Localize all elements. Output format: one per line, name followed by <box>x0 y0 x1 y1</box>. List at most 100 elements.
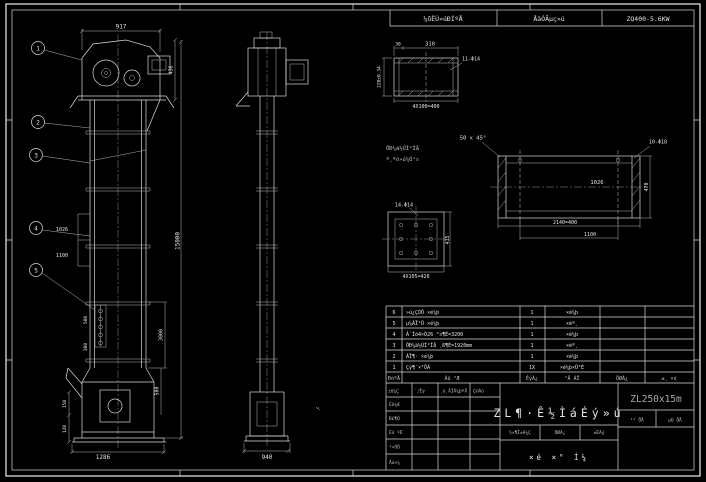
bom-header-weight: ÖØÁ¿ <box>616 375 628 382</box>
bom-cell-mat: ×é¼þ×Ü³É <box>560 363 584 371</box>
bom-row: 4 Á´Ìõ4×Õ26 ³¤¶È=3200 1 ×é¼þ <box>392 330 578 338</box>
balloon-callouts: 1 2 3 4 5 <box>29 41 96 311</box>
shell-note-line1: ÖÐ¼ä½ÚÍ²Ìå <box>386 144 419 152</box>
dim-window-b: 300 <box>83 343 89 351</box>
bom-header-mat: ²Ä ÁÏ <box>564 375 579 382</box>
detail-casing-shell: ÖÐ¼ä½ÚÍ²Ìå º¸ºó»ú¼Ó¹¤ 50 x 45° 10-Φ18 10… <box>386 136 667 240</box>
tb-approve-label: Åú×¼ <box>389 459 400 466</box>
dim-total-height: 15000 <box>175 232 182 250</box>
bom-cell-qty: 1 <box>530 310 533 316</box>
bom-cell-no: 6 <box>392 310 395 316</box>
dim-boot-b: 120 <box>62 425 68 433</box>
dim-plate-bottom: 4X105=420 <box>402 274 429 280</box>
bom-cell-mat: ×éº¸ <box>566 320 578 327</box>
tb-craft-label: ¹¤ÒÕ <box>389 444 400 451</box>
bom-cell-name: ÖÐ¼ä½ÚÍ²Ìå ¸ß¶È=1920mm <box>406 341 472 349</box>
balloon-5: 5 <box>34 268 38 275</box>
inspection-door <box>99 389 131 423</box>
dim-boot-a: 150 <box>62 400 68 408</box>
shell-holes-label: 10-Φ18 <box>649 140 667 146</box>
dim-flange-bottom: 4X100=400 <box>412 104 439 110</box>
detail-bolt-plate: 14-Φ14 435 4X105=420 <box>382 203 452 280</box>
tb-design-label: Éè¼Æ <box>389 400 400 408</box>
bom-cell-mat: ×é¼þ <box>566 353 578 360</box>
bom-cell-mat: ×éº¸ <box>566 342 578 349</box>
tb-sheetno-label: µÚ ÕÅ <box>668 417 682 424</box>
bom-cell-mat: ×é¼þ <box>566 309 578 316</box>
bom-cell-name: ÁÏ¶· ×é¼þ <box>406 353 433 360</box>
bom-cell-no: 3 <box>392 343 395 349</box>
bom-header-qty: ÊýÁ¿ <box>526 374 538 382</box>
front-view-boot <box>65 367 166 443</box>
bom-cell-name: Çý¶¯×°ÖÃ <box>406 364 430 371</box>
header-motor-label: ÅäÓÃµç»ú <box>533 14 564 23</box>
title-block: ±ê¼Ç ´¦Êý ¸ü¸ÄÎÄ¼þºÅ Ç©Ãû Éè¼Æ Ð£¶Ô Éó º… <box>385 383 694 470</box>
bom-cell-no: 1 <box>392 365 395 371</box>
side-view-motor <box>285 59 309 85</box>
dim-shell-bottom-a: 2140=400 <box>553 220 577 226</box>
plate-holes-label: 14-Φ14 <box>395 203 413 209</box>
bom-header-rem: ±¸ ×¢ <box>661 376 676 382</box>
balloon-1: 1 <box>36 46 40 53</box>
tb-mark-label: ±ê¼Ç <box>388 388 399 395</box>
header-model-value: ZQ400-5.6KW <box>626 15 669 23</box>
bom-cell-qty: 1X <box>529 365 535 371</box>
bom-cell-no: 2 <box>392 354 395 360</box>
dim-window-a: 500 <box>83 316 89 324</box>
front-view-casing <box>85 100 151 368</box>
dim-base-width: 1286 <box>96 454 111 461</box>
tb-sheets-label: ¹² ÕÅ <box>630 417 644 424</box>
dim-head-height: 436 <box>169 65 175 74</box>
bom-cell-qty: 1 <box>530 354 533 360</box>
model-number: ZL250x15m <box>630 394 682 405</box>
bom-row: 3 ÖÐ¼ä½ÚÍ²Ìå ¸ß¶È=1920mm 1 ×éº¸ <box>392 341 578 349</box>
bom-cell-mat: ×é¼þ <box>566 331 578 338</box>
front-view: 917 436 15000 3000 500 1026 1100 500 300… <box>29 24 184 461</box>
header-reducer-label: ¼õËÙ»úÐÍºÅ <box>423 14 462 23</box>
bom-table: 6 »ú¿ÇÕÖ ×é¼þ 1 ×é¼þ 5 µ¼ÁÏ²Û ×é¼þ 1 ×éº… <box>385 305 694 384</box>
bom-cell-qty: 1 <box>530 332 533 338</box>
bom-row: 5 µ¼ÁÏ²Û ×é¼þ 1 ×éº¸ <box>392 320 578 327</box>
drive-unit-box <box>147 55 171 75</box>
front-view-dimensions: 917 436 15000 3000 500 1026 1100 500 300… <box>56 24 184 461</box>
dim-flange-top-sub: 30 <box>395 42 401 48</box>
drive-pulley-circle <box>92 59 120 87</box>
tb-stage-label: ½×¶Î±ê¼Ç <box>509 429 531 436</box>
tb-check-label: Ð£¶Ô <box>389 415 400 422</box>
tb-audit-label: Éó ºË <box>389 428 403 436</box>
dim-flange-top: 310 <box>425 42 435 48</box>
bom-cell-no: 5 <box>392 321 395 327</box>
stray-mark <box>315 406 321 411</box>
bom-row: 1 Çý¶¯×°ÖÃ 1X ×é¼þ×Ü³É <box>392 363 584 371</box>
bom-cell-qty: 1 <box>530 343 533 349</box>
flange-holes-label: 11-Φ14 <box>462 57 480 63</box>
bom-row: 6 »ú¿ÇÕÖ ×é¼þ 1 ×é¼þ <box>392 309 578 316</box>
dim-side-base-width: 940 <box>262 454 273 461</box>
dim-section-a: 1026 <box>56 227 68 233</box>
bom-cell-name: Á´Ìõ4×Õ26 ³¤¶È=3200 <box>406 330 463 338</box>
bom-header-name: Ãû ³Æ <box>444 375 459 382</box>
tb-fileno-label: ¸ü¸ÄÎÄ¼þºÅ <box>440 388 467 395</box>
product-name: ZL¶·Ê½ÌáÉý»ú <box>493 405 624 420</box>
bom-cell-name: »ú¿ÇÕÖ ×é¼þ <box>406 309 439 316</box>
bom-header-row: ÐòºÅ Ãû ³Æ ÊýÁ¿ ²Ä ÁÏ ÖØÁ¿ ±¸ ×¢ <box>388 374 677 382</box>
balloon-4: 4 <box>34 226 38 233</box>
dim-shell-inner: 1026 <box>590 180 603 186</box>
front-view-head <box>69 39 175 132</box>
bom-cell-no: 4 <box>392 332 395 338</box>
drawing-type: ×é ×° Í¼ <box>529 453 589 462</box>
sheet-frame <box>5 3 701 477</box>
dim-lower-section: 3000 <box>159 329 165 341</box>
bom-cell-qty: 1 <box>530 321 533 327</box>
tb-sign-label: Ç©Ãû <box>473 388 484 395</box>
bom-header-no: ÐòºÅ <box>388 375 400 382</box>
shell-note-line2: º¸ºó»ú¼Ó¹¤ <box>386 156 419 163</box>
detail-flange-section: 310 30 11-Φ14 220±0.34 4X100=400 <box>377 42 481 111</box>
dim-shell-right: 470 <box>644 182 650 191</box>
bom-row: 2 ÁÏ¶· ×é¼þ 1 ×é¼þ <box>392 353 578 360</box>
dim-top-width: 917 <box>116 24 127 31</box>
dim-plate-right: 435 <box>445 235 451 244</box>
tb-weight-label: ÖØÁ¿ <box>555 429 566 436</box>
balloon-2: 2 <box>36 120 40 127</box>
